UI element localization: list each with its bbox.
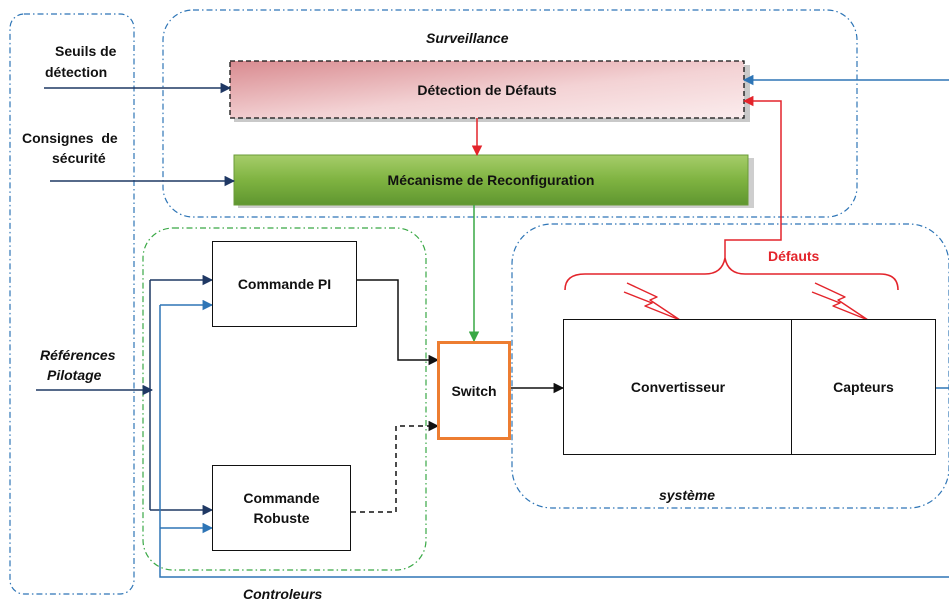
- consignes-label-line2: sécurité: [52, 150, 106, 166]
- detection-block-body: [229, 60, 745, 119]
- seuils-label-line1: Seuils de: [55, 43, 117, 59]
- systeme-label: système: [659, 487, 716, 503]
- reconfiguration-block: Mécanisme de Reconfiguration: [234, 155, 748, 205]
- consignes-label-line1: Consignes de: [22, 130, 118, 146]
- references-label-line1: Références: [40, 347, 116, 363]
- faults-to-detection-arrow: [724, 95, 782, 258]
- surveillance-label: Surveillance: [426, 30, 509, 46]
- references-label-line2: Pilotage: [47, 367, 102, 383]
- controleurs-group-outline: [142, 227, 427, 571]
- commande-robuste-label-line2: Robuste: [253, 510, 310, 526]
- reconfiguration-block-body: [233, 154, 749, 206]
- convertisseur-block: Convertisseur: [563, 319, 793, 455]
- detection-block-label: Détection de Défauts: [417, 81, 557, 98]
- capteurs-label: Capteurs: [833, 379, 894, 395]
- commande-robuste-label-line1: Commande: [243, 490, 320, 506]
- controleurs-label: Controleurs: [243, 586, 323, 602]
- commande-pi-block: Commande PI: [212, 241, 357, 327]
- reconfiguration-block-label: Mécanisme de Reconfiguration: [387, 172, 595, 188]
- lightning-icon-capteurs: [811, 282, 869, 321]
- robuste-to-switch-arrow: [351, 420, 440, 513]
- commande-robuste-block: Commande Robuste: [212, 465, 351, 551]
- surveillance-group-outline: [162, 9, 858, 218]
- systeme-group-outline: [511, 223, 949, 509]
- defauts-label: Défauts: [768, 248, 820, 264]
- switch-label: Switch: [451, 382, 497, 399]
- capteurs-block: Capteurs: [791, 319, 936, 455]
- lightning-icon-convertisseur: [623, 282, 681, 321]
- pi-to-switch-arrow: [357, 279, 440, 366]
- seuils-label-line2: détection: [45, 64, 108, 80]
- input-group-outline: [9, 13, 135, 595]
- convertisseur-label: Convertisseur: [630, 379, 726, 395]
- detection-block: Détection de Défauts: [230, 61, 744, 118]
- switch-block: Switch: [437, 341, 511, 440]
- faults-brace: [564, 257, 899, 291]
- commande-pi-label: Commande PI: [237, 276, 332, 292]
- feedback-bottom-line: [159, 305, 949, 578]
